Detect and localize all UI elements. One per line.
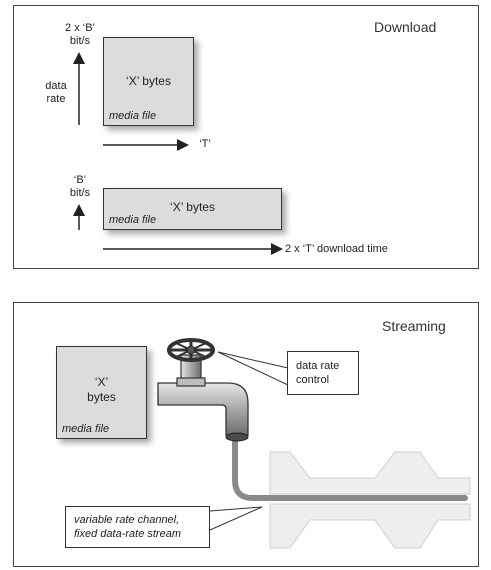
top-rate-label: 2 x ‘B’ bit/s (65, 22, 95, 47)
streaming-box-caption: media file (62, 423, 110, 435)
bottom-rate-label: ‘B’ bit/s (69, 174, 91, 199)
streaming-title: Streaming (382, 318, 446, 334)
y-axis-label: data rate (45, 80, 67, 105)
bottom-box-caption: media file (109, 214, 157, 226)
channel-upper-wall (269, 451, 471, 495)
tap-pipe-horizontal (157, 382, 249, 436)
top-box-bytes-text: ‘X’ bytes (126, 74, 171, 88)
data-rate-control-callout: data rate control (287, 351, 359, 395)
bottom-box-bytes-text: ‘X’ bytes (170, 200, 215, 214)
top-media-file-box: ‘X’ bytes media file (103, 37, 194, 126)
streaming-media-file-box: ‘X’ bytes media file (56, 346, 147, 439)
bottom-media-file-box: ‘X’ bytes media file (103, 188, 282, 230)
valve-wheel (167, 338, 215, 362)
download-title: Download (374, 19, 437, 35)
valve-callout-pointer (217, 351, 289, 386)
channel-callout-pointer (209, 506, 263, 531)
top-box-caption: media file (109, 110, 157, 122)
streaming-box-bytes-text: ‘X’ bytes (87, 375, 116, 404)
tap-outlet (225, 432, 249, 442)
bottom-time-label: 2 x ‘T’ download time (285, 243, 388, 255)
valve-collar (176, 377, 206, 387)
data-stream-line (232, 437, 468, 501)
top-time-label: ‘T’ (199, 138, 211, 150)
channel-lower-wall (269, 503, 471, 549)
channel-callout: variable rate channel, fixed data-rate s… (65, 506, 210, 548)
